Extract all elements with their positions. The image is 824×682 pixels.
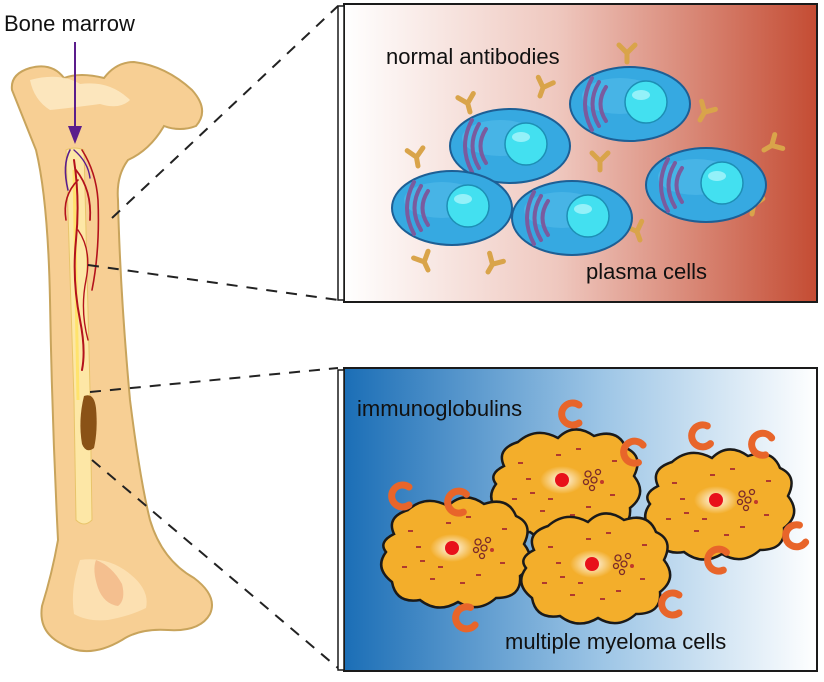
myeloma-cell	[519, 512, 672, 625]
plasma-cell	[510, 179, 634, 257]
bone-tumor	[80, 395, 97, 451]
immunoglobulins-label: immunoglobulins	[357, 396, 522, 421]
blood-vessels	[64, 149, 100, 371]
bone-marrow-label: Bone marrow	[4, 11, 135, 36]
femur-bone	[10, 60, 213, 653]
connector-lines	[87, 5, 339, 669]
plasma-cell	[644, 146, 768, 224]
normal-antibodies-label: normal antibodies	[386, 44, 560, 69]
bone-marrow-arrow	[68, 42, 82, 144]
plasma-cells-label: plasma cells	[586, 259, 707, 284]
myeloma-cells-label: multiple myeloma cells	[505, 629, 726, 654]
plasma-cell	[390, 169, 514, 247]
plasma-cell	[568, 65, 692, 143]
